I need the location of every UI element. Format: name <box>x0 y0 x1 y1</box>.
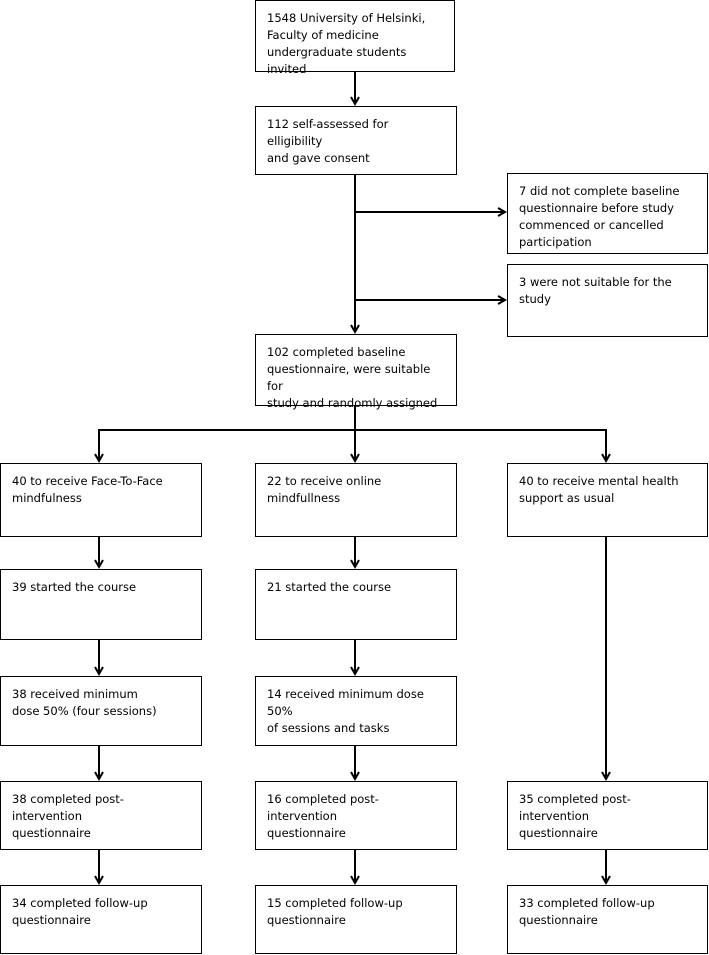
box-excluded-baseline: 7 did not complete baseline questionnair… <box>507 173 708 254</box>
box-ftf-dose: 38 received minimum dose 50% (four sessi… <box>0 676 202 746</box>
box-online-post: 16 completed post-intervention questionn… <box>255 781 457 850</box>
box-online-dose: 14 received minimum dose 50% of sessions… <box>255 676 457 746</box>
box-ftf-post: 38 completed post-intervention questionn… <box>0 781 202 850</box>
box-online-followup: 15 completed follow-up questionnaire <box>255 885 457 954</box>
box-usual-post: 35 completed post-intervention questionn… <box>507 781 708 850</box>
box-usual-followup: 33 completed follow-up questionnaire <box>507 885 708 954</box>
box-usual-allocated: 40 to receive mental health support as u… <box>507 463 708 537</box>
box-ftf-followup: 34 completed follow-up questionnaire <box>0 885 202 954</box>
box-invited: 1548 University of Helsinki, Faculty of … <box>255 0 455 76</box>
box-online-allocated: 22 to receive online mindfullness <box>255 463 457 537</box>
box-online-started: 21 started the course <box>255 569 457 640</box>
box-excluded-unsuitable: 3 were not suitable for the study <box>507 264 708 337</box>
box-consent: 112 self-assessed for elligibility and g… <box>255 106 457 175</box>
box-ftf-started: 39 started the course <box>0 569 202 640</box>
box-randomized: 102 completed baseline questionnaire, we… <box>255 334 457 410</box>
box-ftf-allocated: 40 to receive Face-To-Face mindfulness <box>0 463 202 537</box>
